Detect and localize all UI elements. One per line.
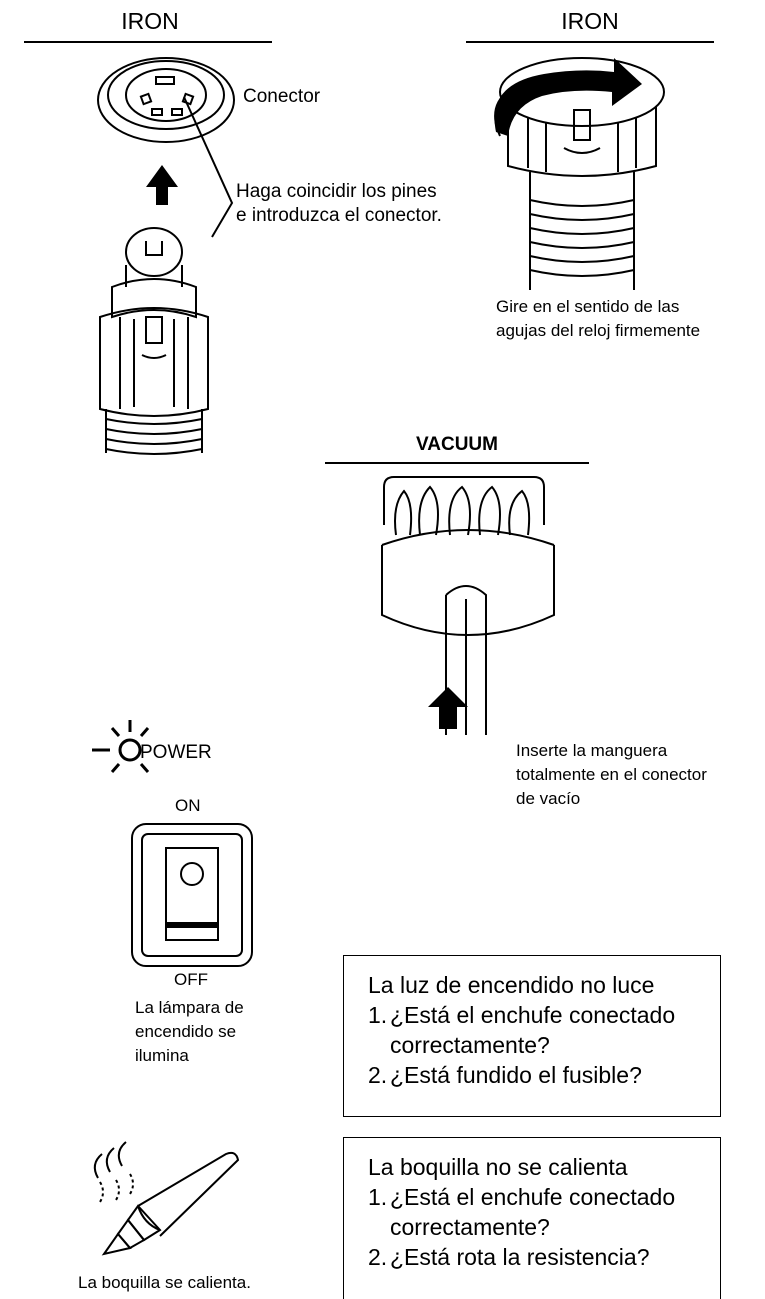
power-label: POWER	[140, 742, 212, 763]
power-lamp-icon	[92, 720, 150, 773]
hose-instruction-line-1: Inserte la manguera	[516, 741, 668, 760]
iron-left-heading: IRON	[121, 8, 179, 34]
iron-right-rule	[466, 41, 714, 43]
troubleshoot-tip-item-1-cont: correctamente?	[390, 1214, 550, 1240]
vacuum-heading: VACUUM	[416, 434, 498, 455]
troubleshoot-power-title: La luz de encendido no luce	[368, 972, 655, 998]
troubleshoot-power-item-2: 2.¿Está fundido el fusible?	[368, 1060, 720, 1090]
pin-instruction-line-1: Haga coincidir los pines	[236, 181, 437, 202]
tip-caption: La boquilla se calienta.	[78, 1273, 251, 1292]
iron-left-rule	[24, 41, 272, 43]
item-text: ¿Está el enchufe conectado	[390, 1002, 676, 1028]
item-number: 1.	[368, 1002, 388, 1028]
power-switch[interactable]	[130, 822, 254, 968]
troubleshoot-power-box: La luz de encendido no luce 1.¿Está el e…	[343, 955, 721, 1117]
connector-label: Conector	[243, 86, 321, 107]
soldering-tip-illustration	[93, 1141, 240, 1256]
vacuum-connector-illustration	[381, 476, 555, 735]
troubleshoot-power-item-1-cont: correctamente?	[390, 1032, 550, 1058]
item-text: ¿Está rota la resistencia?	[390, 1244, 650, 1270]
troubleshoot-power-item-1: 1.¿Está el enchufe conectado	[368, 1000, 720, 1030]
hose-instruction-line-3: de vacío	[516, 789, 581, 808]
troubleshoot-tip-item-2: 2.¿Está rota la resistencia?	[368, 1242, 720, 1272]
rotate-instruction-line-1: Gire en el sentido de las	[496, 297, 680, 316]
rotate-instruction-line-2: agujas del reloj firmemente	[496, 321, 701, 340]
troubleshoot-tip-title: La boquilla no se calienta	[368, 1154, 628, 1180]
hose-instruction-line-2: totalmente en el conector	[516, 765, 707, 784]
lamp-caption-line-2: encendido se	[135, 1022, 237, 1041]
lamp-caption-line-1: La lámpara de	[135, 998, 244, 1017]
iron-twist-illustration	[494, 57, 665, 290]
troubleshoot-tip-item-1: 1.¿Está el enchufe conectado	[368, 1182, 720, 1212]
item-text: ¿Está fundido el fusible?	[390, 1062, 642, 1088]
item-number: 2.	[368, 1244, 388, 1270]
item-number: 1.	[368, 1184, 388, 1210]
off-label: OFF	[174, 970, 208, 989]
item-number: 2.	[368, 1062, 388, 1088]
troubleshoot-tip-box: La boquilla no se calienta 1.¿Está el en…	[343, 1137, 721, 1299]
pin-instruction-line-2: e introduzca el conector.	[236, 205, 442, 226]
on-label: ON	[175, 796, 201, 815]
iron-right-heading: IRON	[561, 8, 619, 34]
vacuum-rule	[325, 462, 589, 464]
item-text: ¿Está el enchufe conectado	[390, 1184, 676, 1210]
lamp-caption-line-3: ilumina	[135, 1046, 189, 1065]
iron-connector-illustration	[97, 57, 235, 455]
